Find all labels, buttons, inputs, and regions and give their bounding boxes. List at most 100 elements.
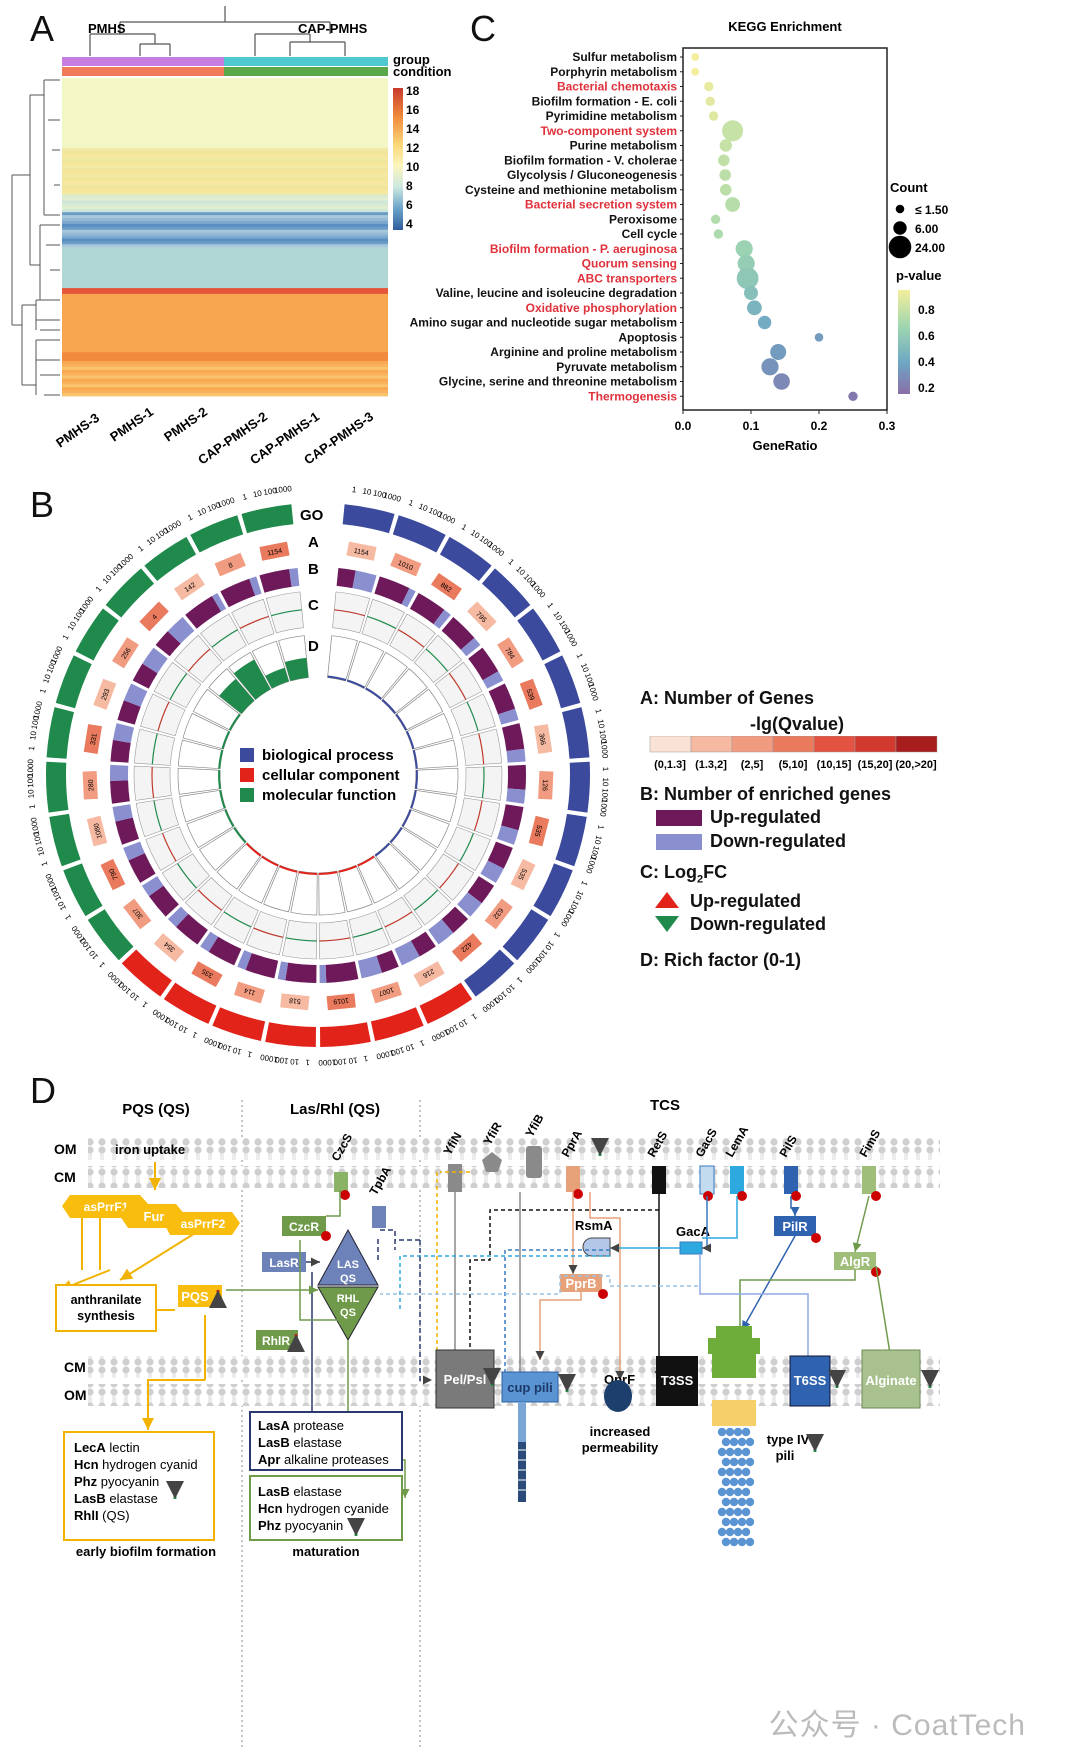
down-regulated-bar — [289, 567, 300, 587]
scale-tick: 1000 — [318, 1058, 337, 1068]
gene-count-box — [467, 601, 497, 632]
scale-tick: 100 — [26, 774, 35, 788]
pili-bead — [725, 1507, 735, 1517]
scale-tick: 10 — [596, 719, 607, 730]
log2fc-track — [389, 613, 436, 662]
ring-label-d: D — [308, 638, 319, 655]
log2fc-line — [448, 672, 467, 700]
scale-tick: 1 — [190, 1029, 198, 1039]
heatmap-row — [62, 346, 388, 350]
czcr-node — [282, 1216, 326, 1236]
scale-tick: 1000 — [151, 1007, 171, 1025]
pili-bead — [729, 1477, 739, 1487]
log2fc-line — [211, 629, 238, 648]
gene-count-box — [280, 993, 310, 1011]
term-label: Arginine and proline metabolism — [490, 345, 677, 359]
column-dendrogram — [89, 6, 346, 56]
data-point — [814, 333, 824, 342]
colorbar-tick: 10 — [406, 160, 420, 174]
data-points — [691, 53, 858, 401]
scale-tick: 1000 — [44, 872, 59, 892]
heatmap-row — [62, 148, 388, 152]
gene-count-box — [153, 933, 185, 963]
pili-bead — [745, 1477, 755, 1487]
rich-factor-track — [364, 651, 408, 701]
log2fc-line — [466, 701, 479, 732]
heatmap-row — [62, 188, 388, 193]
term-label: Oxidative phosphorylation — [526, 301, 677, 315]
term-label: Peroxisome — [609, 212, 677, 226]
go-term-segment — [392, 515, 446, 553]
scale-tick: 1000 — [524, 956, 543, 976]
tpba-node — [372, 1206, 386, 1228]
heatmap-row — [62, 83, 388, 88]
gene-count-box — [528, 815, 550, 847]
pili-bead — [733, 1507, 743, 1517]
gene-count-box — [497, 637, 524, 669]
phospho-icon — [871, 1191, 881, 1201]
heatmap-row — [62, 261, 388, 266]
qvalue-bin — [649, 736, 692, 753]
scale-tick: 1 — [351, 485, 357, 495]
asprrf1-label: asPrrF1 — [84, 1200, 129, 1214]
phospho-icon — [598, 1289, 608, 1299]
pili-bead — [733, 1447, 743, 1457]
scale-tick: 1 — [246, 1049, 253, 1059]
heatmap-row — [62, 384, 388, 388]
log2fc-line — [481, 766, 485, 799]
heatmap-row — [62, 183, 388, 187]
legend-c-title: C: Log2FC — [640, 862, 728, 886]
data-point — [722, 120, 744, 142]
heatmap-row — [62, 235, 388, 239]
ppra-node — [566, 1166, 580, 1192]
heatmap-row — [62, 191, 388, 196]
heatmap-row — [62, 369, 388, 374]
go-term-segment — [105, 568, 155, 618]
term-label: Bacterial chemotaxis — [557, 80, 677, 94]
heatmap-row — [62, 145, 388, 149]
scale-tick: 1000 — [78, 594, 96, 614]
las-qs-node — [317, 1228, 379, 1286]
heatmap-row — [62, 150, 388, 155]
sample-label: PMHS-2 — [161, 404, 210, 444]
heatmap-row — [62, 206, 388, 210]
scale-tick: 10 — [231, 1045, 243, 1056]
panel-c-label: C — [470, 8, 496, 49]
log2fc-track — [153, 661, 202, 709]
up-regulated-bar — [176, 913, 208, 945]
scale-tick: 1 — [27, 745, 36, 751]
heatmap-row — [62, 325, 388, 330]
go-term-segment — [163, 982, 217, 1024]
log2fc-track — [434, 661, 483, 709]
heatmap-row — [62, 136, 388, 140]
cytoplasmic-membrane-top — [88, 1166, 940, 1188]
rich-factor-bar — [224, 809, 235, 827]
gene-count-box — [123, 898, 152, 930]
rich-factor-track — [263, 864, 298, 913]
scale-tick: 1000 — [382, 491, 402, 504]
x-tick-label: 0.3 — [879, 419, 896, 433]
gene-count-label: 539 — [524, 688, 535, 702]
data-point — [770, 344, 787, 360]
heatmap-row — [62, 113, 388, 117]
heatmap-row — [62, 220, 388, 225]
down-regulated-bar — [237, 950, 252, 970]
membrane-label-om: OM — [54, 1141, 77, 1157]
heatmap-row — [62, 92, 388, 96]
heatmap-row — [62, 86, 388, 91]
rich-factor-bar — [219, 678, 255, 714]
panel-a-label: A — [30, 8, 55, 49]
gene-count-label: 518 — [289, 996, 301, 1004]
effector-item: LasA protease — [258, 1418, 344, 1433]
down-regulated-bar — [498, 708, 519, 725]
term-label: Purine metabolism — [570, 139, 677, 153]
go-term-segment — [190, 515, 244, 553]
log2fc-line — [285, 937, 317, 942]
pili-bead — [717, 1467, 727, 1477]
mf-swatch — [240, 788, 254, 802]
rich-factor-track — [186, 808, 235, 849]
term-label: Amino sugar and nucleotide sugar metabol… — [410, 316, 677, 330]
